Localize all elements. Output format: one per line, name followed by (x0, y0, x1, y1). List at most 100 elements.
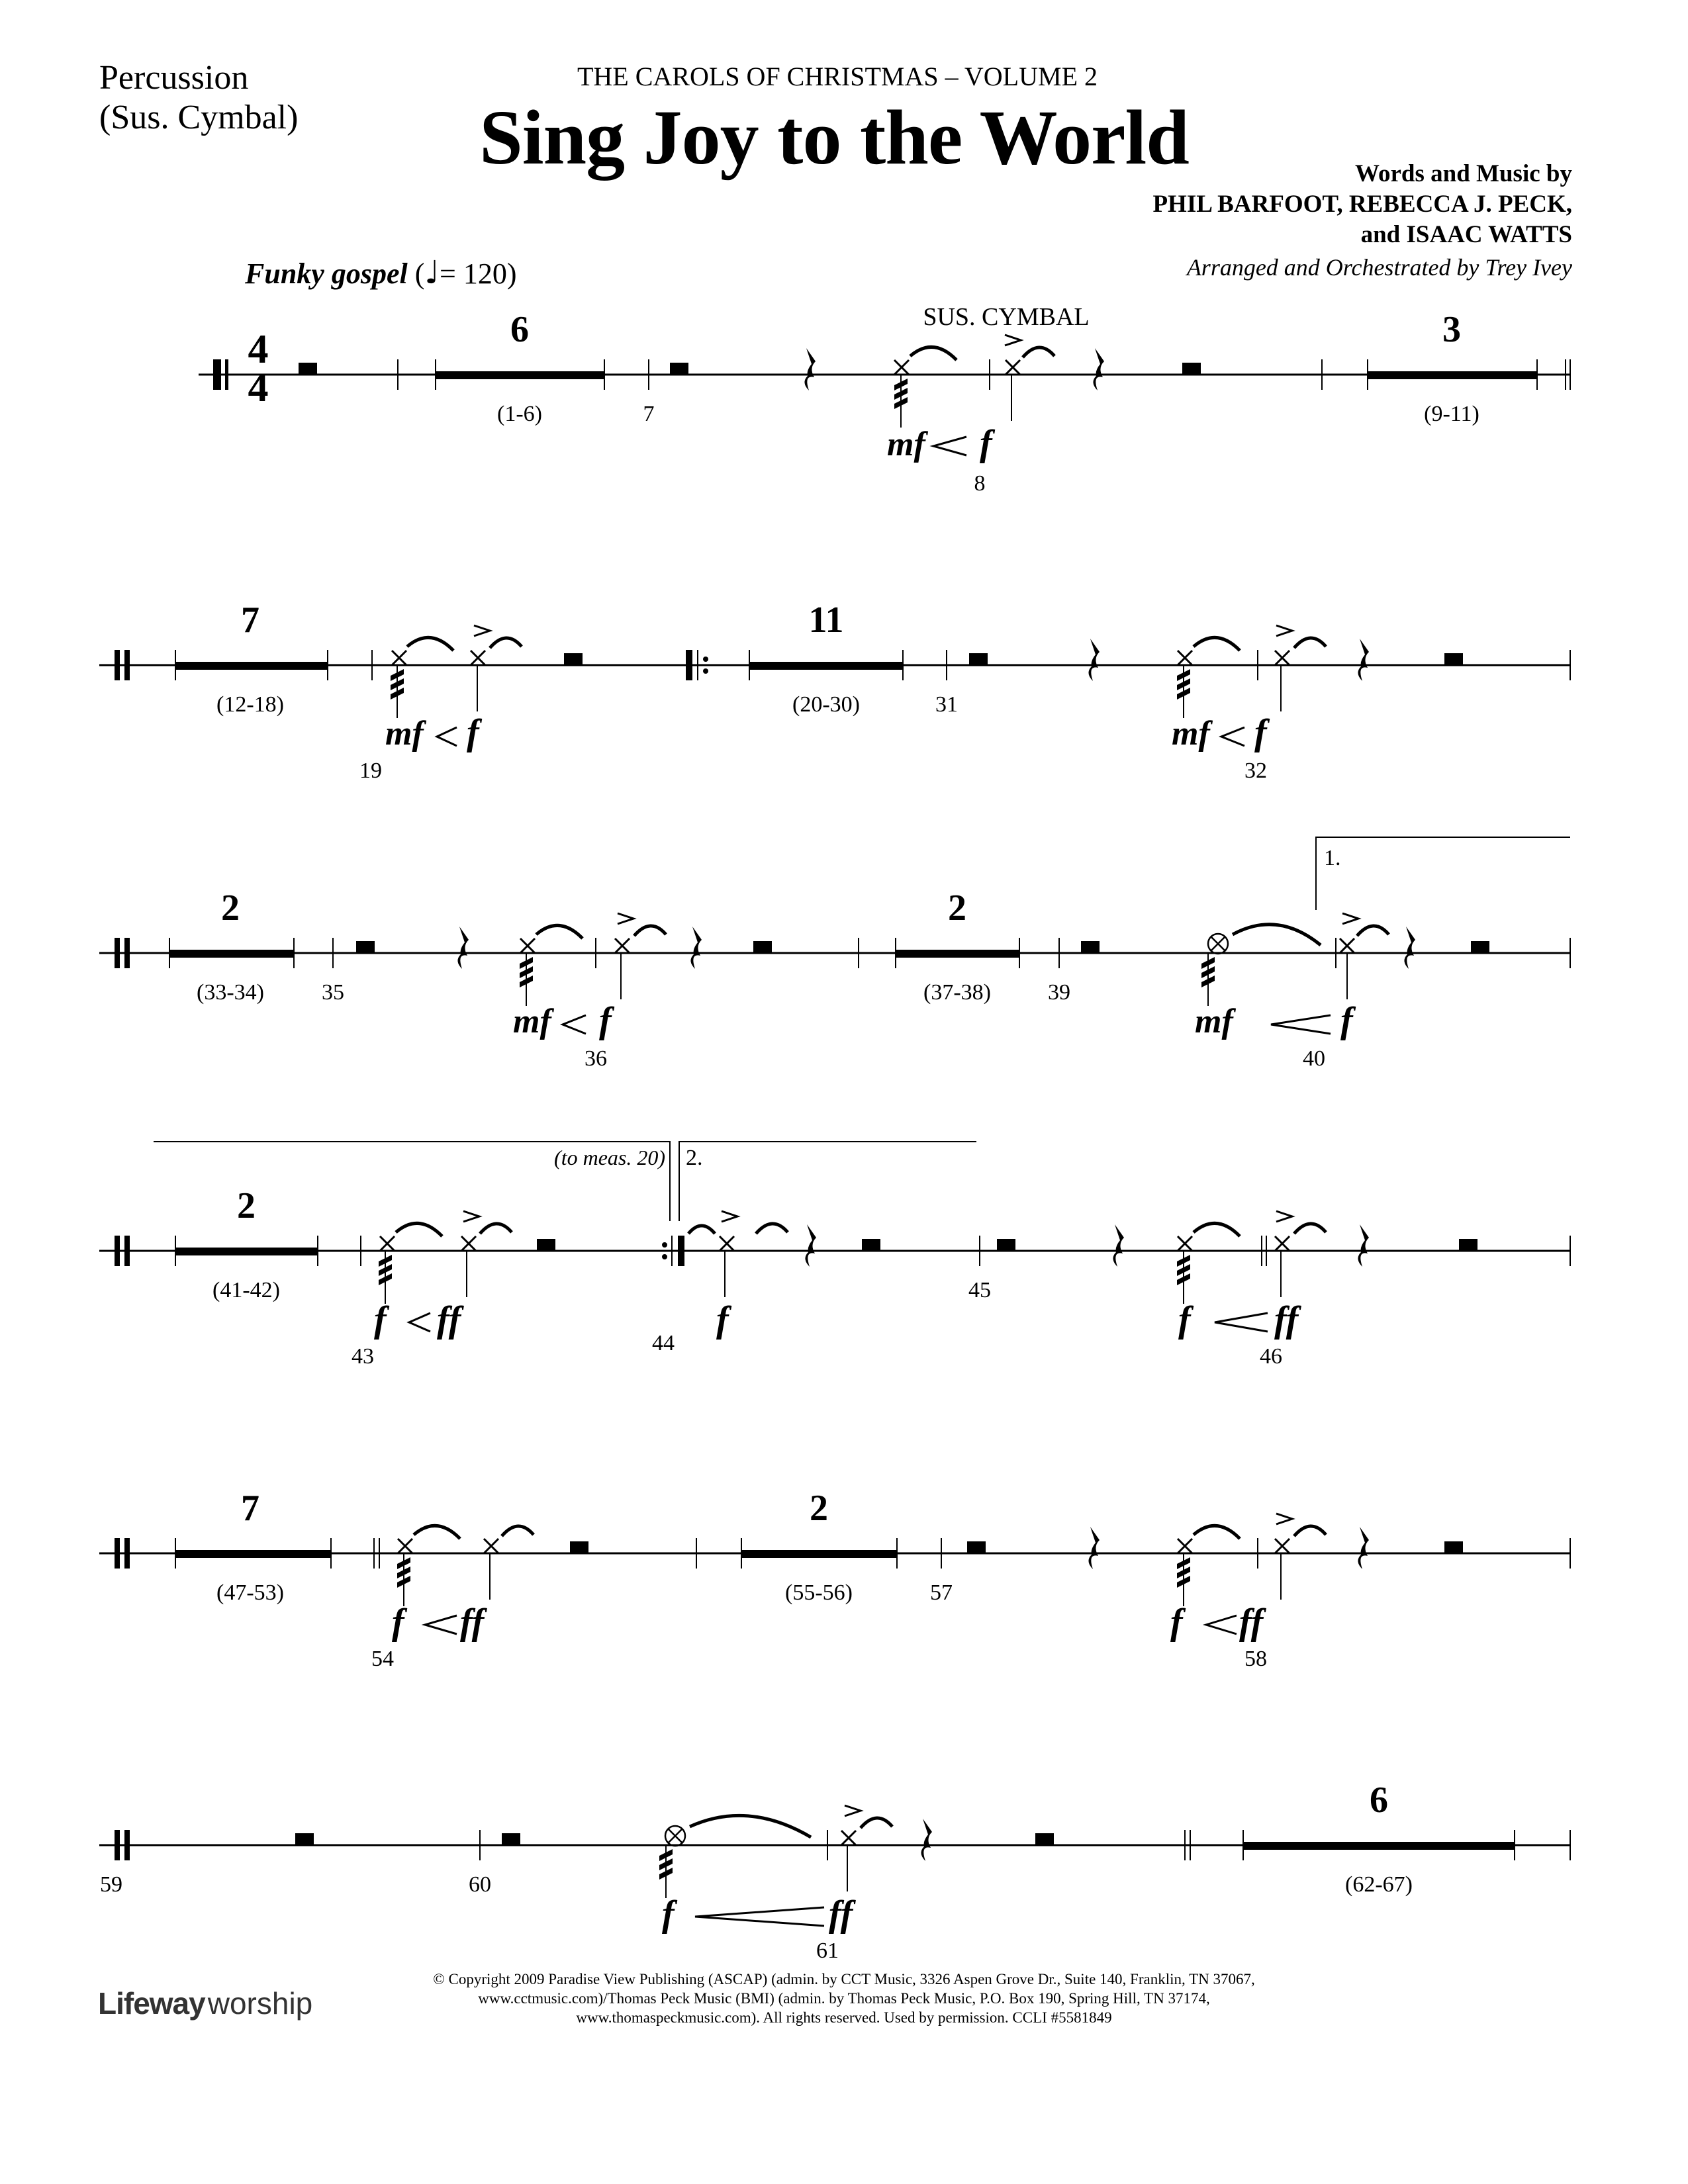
dynamic-f-cresc-ff: f ff (374, 1299, 465, 1340)
measure-number: 35 (322, 980, 344, 1005)
measure-number: 61 (816, 1938, 839, 1963)
dynamic-mf-cresc-f: mf f (887, 423, 996, 464)
system-4: 2 (41-42) 45 (to meas. 20) (99, 1141, 1571, 1369)
system-5: 7 (47-53) 2 (55-56) 57 f ff 54 f (99, 1488, 1571, 1671)
copyright-line-1: © Copyright 2009 Paradise View Publishin… (433, 1971, 1255, 1987)
multirest-count: 7 (241, 600, 259, 641)
dynamic-f-cresc-ff: f ff (1170, 1602, 1267, 1643)
multirest-range: (47-53) (216, 1580, 284, 1605)
multirest-count: 7 (241, 1488, 259, 1529)
multirest-range: (12-18) (216, 692, 284, 717)
copyright-notice: © Copyright 2009 Paradise View Publishin… (331, 1970, 1357, 2027)
dynamic-f-cresc-ff: f ff (392, 1602, 488, 1643)
measure-number: 32 (1244, 758, 1267, 783)
volta-2-bracket: 2. (679, 1141, 976, 1221)
measure-number: 36 (585, 1046, 607, 1071)
tempo-value: = 120) (440, 257, 517, 290)
measure-number: 7 (643, 402, 655, 426)
multirest-bar (436, 371, 604, 379)
measure-number: 45 (968, 1278, 991, 1302)
instrument-sub-label: (Sus. Cymbal) (99, 99, 299, 136)
multirest-range: (33-34) (197, 980, 264, 1005)
system-2: 7 (12-18) 11 (20-30) 31 mf f 19 (99, 600, 1571, 783)
tempo-marking: Funky gospel (♩= 120) (245, 254, 516, 291)
svg-text:f: f (467, 712, 483, 753)
multirest-count: 6 (510, 309, 529, 350)
svg-text:4: 4 (248, 365, 269, 410)
svg-text:4: 4 (248, 327, 269, 372)
multirest-range: (37-38) (923, 980, 991, 1005)
multirest-count: 3 (1442, 309, 1461, 350)
dynamic-f-cresc-ff: f ff (1178, 1299, 1302, 1340)
multirest-range: (1-6) (497, 402, 542, 426)
credits: Words and Music by PHIL BARFOOT, REBECCA… (1152, 159, 1572, 250)
to-measure-note: (to meas. 20) (554, 1146, 665, 1169)
multirest-count: 11 (809, 600, 844, 641)
multirest-count: 2 (221, 887, 240, 929)
dynamic-f-cresc-ff: f ff (662, 1893, 857, 1934)
multirest-count: 6 (1370, 1780, 1388, 1821)
svg-text:mf: mf (513, 1003, 554, 1040)
multirest-count: 2 (237, 1185, 256, 1226)
svg-text:ff: ff (437, 1299, 465, 1340)
system-1: 4 4 6 (1-6) 7 SUS. CYMBAL 3 (9-11) mf f (199, 303, 1571, 496)
measure-number: 59 (100, 1872, 122, 1897)
dynamic-mf-cresc-f: mf f (1195, 1000, 1356, 1041)
system-3: 2 (33-34) 35 2 (37-38) 39 1. (99, 837, 1571, 1071)
instrument-label: Percussion (99, 59, 249, 97)
svg-text:f: f (1170, 1602, 1186, 1643)
svg-text:mf: mf (887, 426, 928, 463)
multirest-range: (41-42) (212, 1278, 280, 1302)
instrument-cue: SUS. CYMBAL (923, 303, 1089, 331)
copyright-line-2: www.cctmusic.com)/Thomas Peck Music (BMI… (478, 1990, 1210, 2007)
measure-number: 19 (359, 758, 382, 783)
svg-text:f: f (392, 1602, 408, 1643)
svg-text:mf: mf (1172, 715, 1213, 752)
svg-text:ff: ff (460, 1602, 488, 1643)
publisher-logo: Lifewayworship (98, 1985, 312, 2021)
measure-number: 54 (371, 1647, 394, 1671)
measure-number: 8 (974, 471, 986, 496)
svg-text:1.: 1. (1324, 846, 1341, 870)
svg-text:ff: ff (829, 1893, 857, 1934)
svg-text:mf: mf (1195, 1003, 1236, 1040)
dynamic-mf-cresc-f: mf f (513, 1000, 615, 1041)
multirest-range: (20-30) (792, 692, 860, 717)
dynamic-mf-cresc-f: mf f (385, 712, 483, 753)
logo-brand: Lifeway (98, 1986, 206, 2021)
measure-number: 39 (1048, 980, 1070, 1005)
svg-text:2.: 2. (686, 1146, 703, 1170)
svg-text:f: f (374, 1299, 390, 1340)
measure-number: 44 (652, 1331, 675, 1355)
multirest-range: (9-11) (1424, 402, 1479, 426)
svg-text:ff: ff (1274, 1299, 1302, 1340)
multirest-range: (55-56) (785, 1580, 853, 1605)
measure-number: 40 (1303, 1046, 1325, 1071)
logo-sub: worship (207, 1986, 313, 2021)
multirest-range: (62-67) (1345, 1872, 1413, 1897)
measure-number: 46 (1260, 1344, 1282, 1369)
dynamic-mf-cresc-f: mf f (1172, 712, 1270, 753)
arranger-credit: Arranged and Orchestrated by Trey Ivey (1186, 254, 1572, 281)
svg-text:f: f (599, 1000, 615, 1041)
instrument-name: Percussion (Sus. Cymbal) (99, 58, 298, 138)
svg-text:f: f (1254, 712, 1270, 753)
quarter-note-icon: ♩ (424, 254, 440, 291)
measure-number: 58 (1244, 1647, 1267, 1671)
multirest-count: 2 (810, 1488, 828, 1529)
svg-text:f: f (1340, 1000, 1356, 1041)
measure-number: 31 (935, 692, 958, 717)
svg-text:f: f (662, 1893, 678, 1934)
tempo-text: Funky gospel (245, 257, 408, 290)
system-6: 59 60 6 (62-67) f ff 61 (99, 1780, 1571, 1963)
svg-text:f: f (980, 423, 996, 464)
copyright-line-3: www.thomaspeckmusic.com). All rights res… (576, 2009, 1112, 2026)
svg-text:ff: ff (1239, 1602, 1267, 1643)
svg-text:f: f (1178, 1299, 1194, 1340)
song-title: Sing Joy to the World (479, 94, 1190, 181)
composers-line-1: PHIL BARFOOT, REBECCA J. PECK, (1152, 191, 1572, 218)
series-title: THE CAROLS OF CHRISTMAS – VOLUME 2 (577, 62, 1098, 91)
credits-label: Words and Music by (1355, 160, 1572, 187)
volta-1-continuation: (to meas. 20) (154, 1141, 671, 1221)
